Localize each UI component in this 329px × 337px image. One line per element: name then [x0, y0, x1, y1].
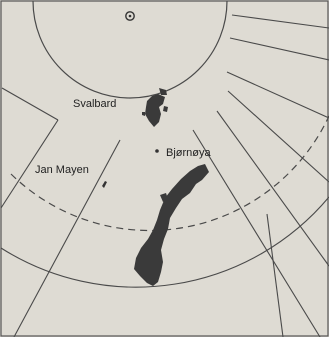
north-pole-marker-icon [125, 11, 135, 21]
meridian-line [227, 90, 329, 183]
svalbard-islands [142, 88, 168, 127]
meridian-line [229, 37, 329, 61]
meridian-lines [0, 14, 329, 337]
meridian-line [231, 14, 329, 29]
meridian-line [266, 213, 284, 337]
meridian-line [192, 129, 321, 337]
meridian-line [216, 110, 329, 267]
norway-mainland [134, 164, 209, 286]
jan-mayen-island [102, 181, 107, 188]
meridian-line [226, 71, 329, 119]
latitude-circle-inner [32, 0, 228, 99]
svalbard-label: Svalbard [73, 98, 116, 110]
latitude-circle-lower [0, 196, 329, 288]
meridian-line [1, 87, 59, 121]
meridian-line [13, 139, 121, 337]
bjornoya-island [155, 149, 159, 153]
jan-mayen-label: Jan Mayen [35, 164, 89, 176]
norway-coast-islet [160, 193, 168, 202]
bjornoya-label: Bjørnøya [166, 147, 212, 159]
meridian-line [0, 119, 59, 209]
